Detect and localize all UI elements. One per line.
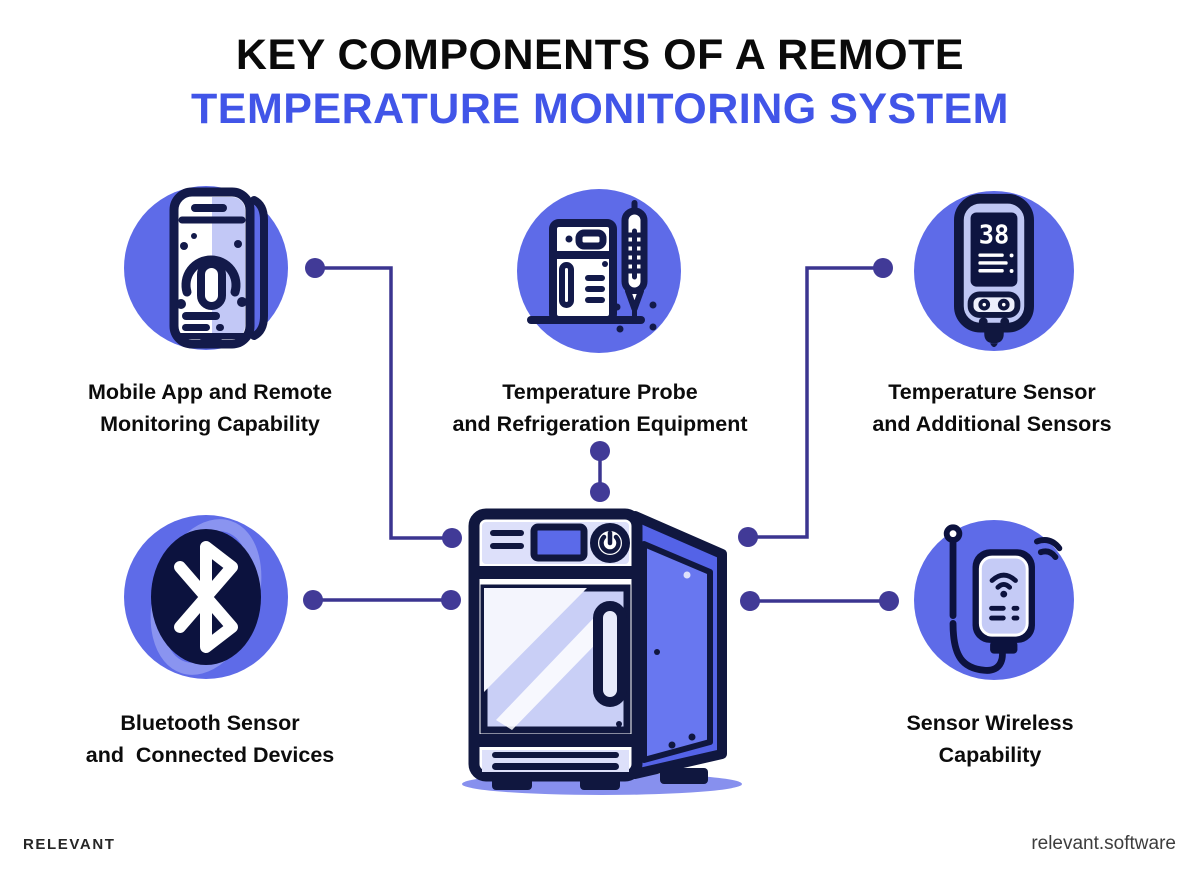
component-bluetooth-sensor <box>124 515 288 679</box>
sensor-display-value: 38 <box>979 220 1010 250</box>
component-temperature-probe <box>517 189 681 353</box>
title-line-1: KEY COMPONENTS OF A REMOTE <box>235 31 965 79</box>
mobile-app-icon <box>169 187 268 349</box>
component-sensor-wireless <box>914 520 1074 680</box>
website-link[interactable]: relevant.software <box>1031 833 1176 854</box>
wireless-sensor-icon <box>943 524 1063 674</box>
component-mobile-app <box>124 186 288 350</box>
page-title: KEY COMPONENTS OF A REMOTE TEMPERATURE M… <box>0 28 1200 136</box>
brand-logo: RELEVANT <box>23 836 116 853</box>
refrigeration-unit-illustration <box>462 508 742 795</box>
title-line-2: TEMPERATURE MONITORING SYSTEM <box>191 85 1009 133</box>
temperature-sensor-icon: 38 <box>954 193 1034 348</box>
fridge-and-thermometer-icon <box>527 200 657 333</box>
bluetooth-icon <box>150 519 262 675</box>
component-temperature-sensor: 38 <box>914 191 1074 351</box>
